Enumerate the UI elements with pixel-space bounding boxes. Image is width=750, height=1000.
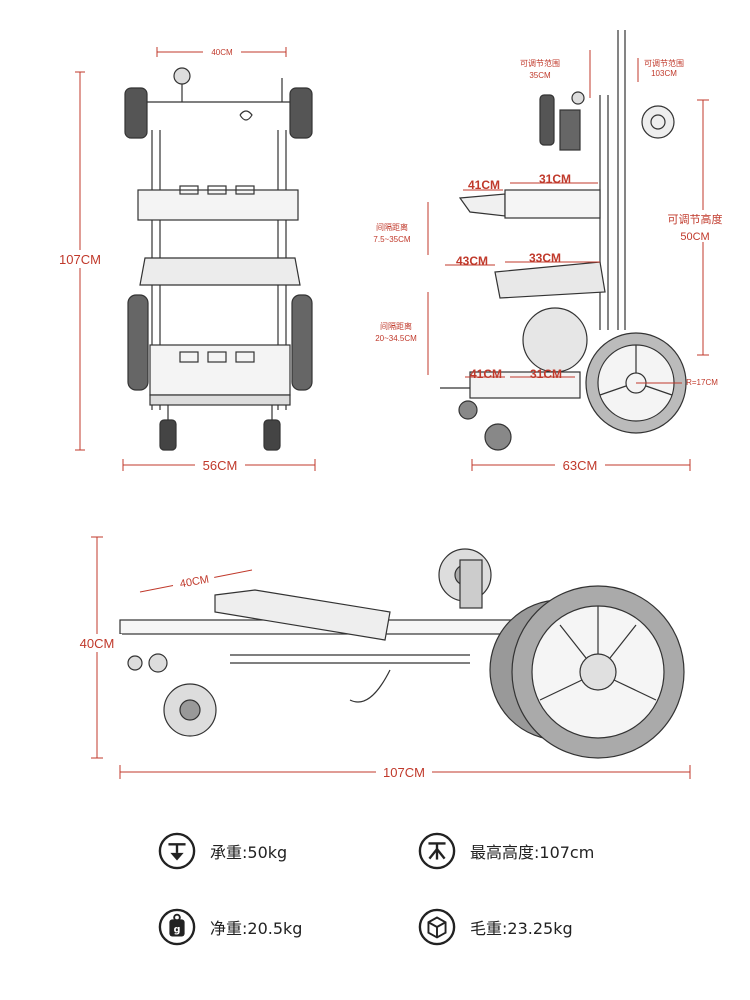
spec-gross-weight-text: 毛重:23.25kg <box>470 919 573 938</box>
max-height-icon <box>418 832 456 870</box>
folded-length-label: 107CM <box>383 765 425 780</box>
load-weight-icon <box>158 832 196 870</box>
front-view-dimensions: 40CM 107CM 56CM <box>56 45 316 474</box>
handle-length-label: 40CM <box>179 574 210 591</box>
front-top-width-label: 40CM <box>211 48 233 57</box>
folded-view <box>119 548 685 759</box>
svg-text:g: g <box>174 925 181 936</box>
spec-net-weight: g 净重:20.5kg <box>158 908 302 946</box>
folded-height-label: 40CM <box>80 636 115 651</box>
tray-bottom-depth: 41CM <box>470 367 502 381</box>
spacing2-label: 间隔距离 <box>380 321 412 331</box>
adjust-range-label: 可调节范围 <box>520 58 560 68</box>
adjust-range-value: 35CM <box>529 71 551 80</box>
front-view <box>124 67 313 451</box>
adjust-height-value: 50CM <box>680 231 709 243</box>
tray-mid-depth: 43CM <box>456 254 488 268</box>
tray-mid-width: 33CM <box>529 251 561 265</box>
spacing1-value: 7.5~35CM <box>373 235 410 244</box>
side-depth-label: 63CM <box>563 458 598 473</box>
gross-weight-icon <box>418 908 456 946</box>
side-view-dimensions: 可调节范围 35CM 可调节范围 103CM 可调节高度 50CM 41CM 3… <box>373 50 734 474</box>
wheel-radius: R=17CM <box>686 378 718 387</box>
spacing1-label: 间隔距离 <box>376 222 408 232</box>
spacing2-value: 20~34.5CM <box>375 334 417 343</box>
front-bottom-width-label: 56CM <box>203 458 238 473</box>
spec-max-height-text: 最高高度:107cm <box>470 843 595 862</box>
tray-top-depth: 41CM <box>468 178 500 192</box>
spec-gross-weight: 毛重:23.25kg <box>418 908 573 946</box>
adjust-range2-value: 103CM <box>651 69 677 78</box>
tray-bottom-width: 31CM <box>530 367 562 381</box>
spec-max-height: 最高高度:107cm <box>418 832 594 870</box>
adjust-range2-label: 可调节范围 <box>644 58 684 68</box>
spec-load-weight-text: 承重:50kg <box>210 843 288 862</box>
front-height-label: 107CM <box>59 252 101 267</box>
folded-view-dimensions: 40CM 40CM 107CM <box>72 536 691 781</box>
adjust-height-label: 可调节高度 <box>668 212 723 226</box>
net-weight-icon: g <box>158 908 196 946</box>
side-view <box>440 30 687 451</box>
spec-net-weight-text: 净重:20.5kg <box>210 919 303 938</box>
tray-top-width: 31CM <box>539 172 571 186</box>
spec-load-weight: 承重:50kg <box>158 832 287 870</box>
